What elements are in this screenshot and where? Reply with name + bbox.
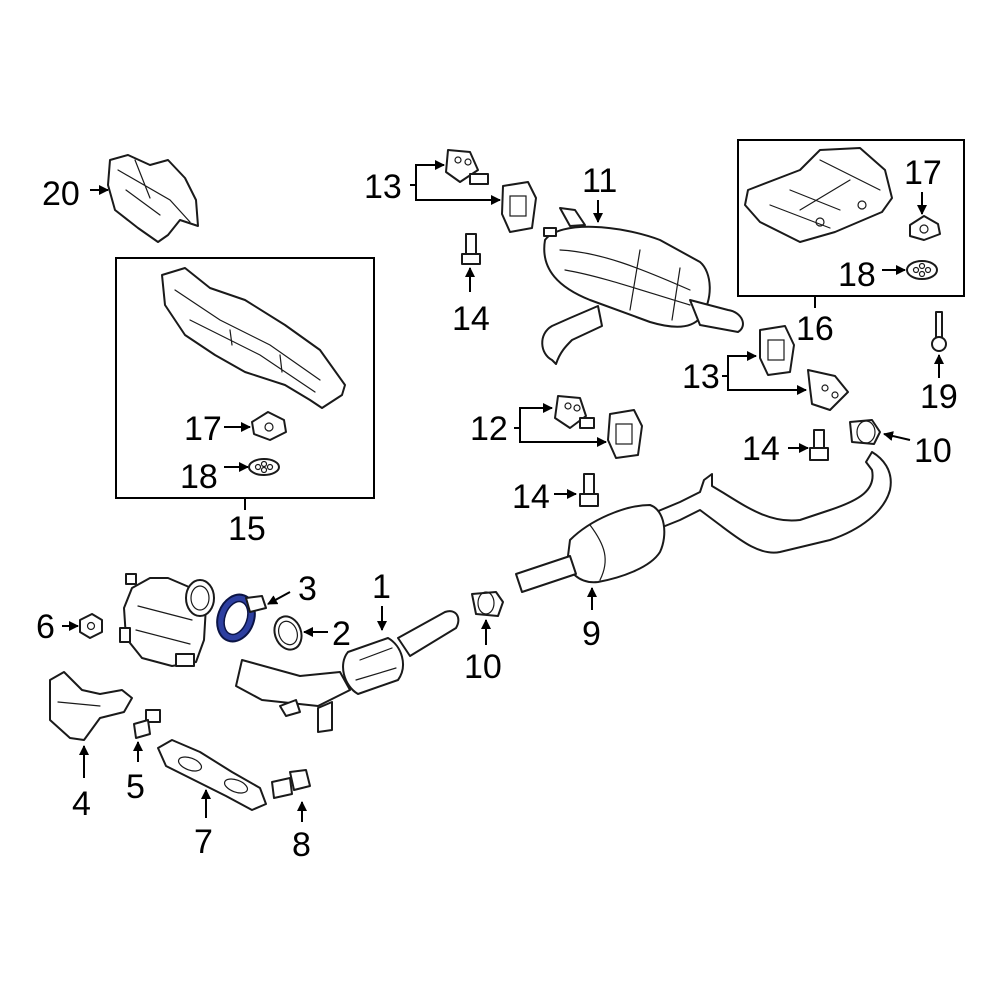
clamp-12[interactable] <box>554 395 595 429</box>
clamp-sleeve-10-lower[interactable] <box>471 591 504 617</box>
stud-19[interactable] <box>931 311 947 352</box>
callout-6: 6 <box>36 608 55 646</box>
callout-1: 1 <box>372 568 391 606</box>
bolt-5[interactable] <box>133 709 161 739</box>
gasket-7[interactable] <box>157 739 267 811</box>
center-muffler-9[interactable] <box>515 451 892 593</box>
nut-17-box16[interactable] <box>909 215 941 241</box>
bolt-14-top[interactable] <box>461 233 481 265</box>
heat-shield-20[interactable] <box>107 154 199 243</box>
callout-20: 20 <box>42 175 80 213</box>
callout-9: 9 <box>582 615 601 653</box>
callout-8: 8 <box>292 826 311 864</box>
clamp-3-highlighted[interactable] <box>211 589 267 646</box>
clamp-13-right[interactable] <box>807 369 849 411</box>
clamp-sleeve-10-right[interactable] <box>849 419 881 445</box>
front-pipe-1[interactable] <box>235 610 460 733</box>
gasket-2[interactable] <box>270 613 306 654</box>
callout-14-mid: 14 <box>512 478 550 516</box>
callout-7: 7 <box>194 823 213 861</box>
callout-4: 4 <box>72 785 91 823</box>
hanger-13-top[interactable] <box>501 181 537 233</box>
hanger-13-right[interactable] <box>759 325 795 376</box>
group-box-16 <box>737 139 965 297</box>
nut-6[interactable] <box>79 613 103 639</box>
callout-labels: 20 17 18 15 13 14 11 17 18 16 19 13 10 1… <box>36 154 958 864</box>
hanger-12[interactable] <box>607 409 643 459</box>
callout-13-top: 13 <box>364 168 402 206</box>
callout-19: 19 <box>920 378 958 416</box>
callout-10-lower: 10 <box>464 648 502 686</box>
heat-shield-16[interactable] <box>744 147 893 243</box>
callout-15: 15 <box>228 510 266 548</box>
heat-shield-15[interactable] <box>161 267 346 409</box>
callout-11: 11 <box>582 162 617 200</box>
callout-16: 16 <box>796 310 834 348</box>
callout-14-right: 14 <box>742 430 780 468</box>
bolt-8[interactable] <box>271 769 311 799</box>
nut-17-box15[interactable] <box>251 411 287 441</box>
bracket-4[interactable] <box>49 671 133 741</box>
callout-18-box15: 18 <box>180 458 218 496</box>
callout-18-box16: 18 <box>838 256 876 294</box>
callout-13-right: 13 <box>682 358 720 396</box>
bolt-14-right[interactable] <box>809 429 829 461</box>
callout-3: 3 <box>298 570 317 608</box>
callout-14-top: 14 <box>452 300 490 338</box>
callout-10-right: 10 <box>914 432 952 470</box>
clamp-13-top[interactable] <box>445 149 489 185</box>
callout-12: 12 <box>470 410 508 448</box>
rear-muffler-11[interactable] <box>541 207 744 365</box>
callout-17-box16: 17 <box>904 154 942 192</box>
grommet-18-box15[interactable] <box>248 458 280 476</box>
catalytic-converter-assembly[interactable] <box>119 573 215 667</box>
callout-5: 5 <box>126 768 145 806</box>
callout-17-box15: 17 <box>184 410 222 448</box>
grommet-18-box16[interactable] <box>906 260 938 280</box>
callout-2: 2 <box>332 615 351 653</box>
bolt-14-mid[interactable] <box>579 473 599 507</box>
leader-lines <box>62 160 944 822</box>
